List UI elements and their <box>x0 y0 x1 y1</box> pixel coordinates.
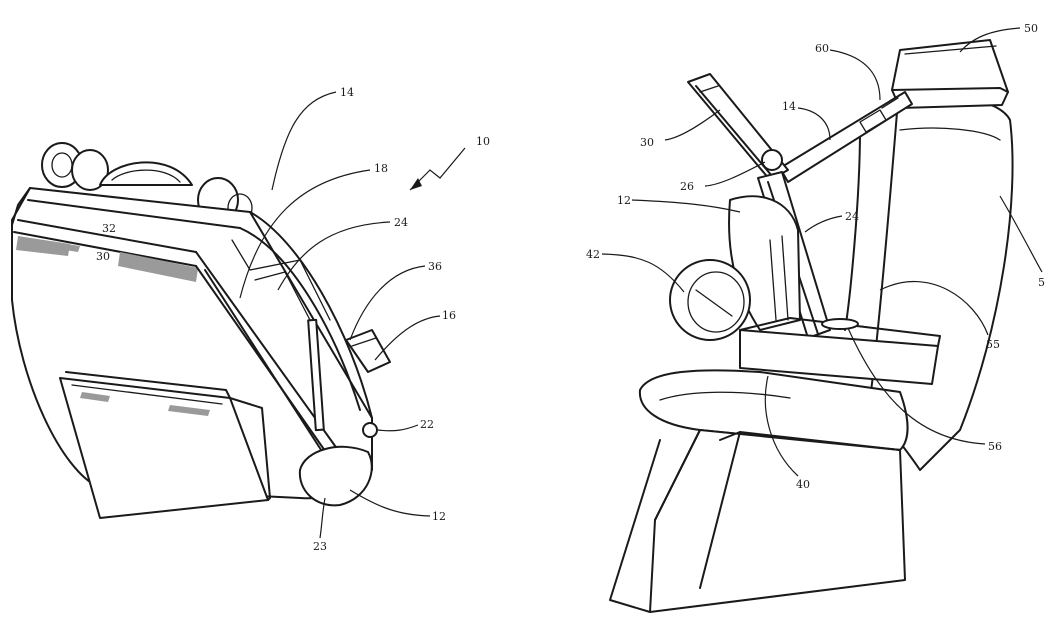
label-left-18: 18 <box>374 162 388 175</box>
label-right-50: 50 <box>1024 22 1038 35</box>
label-left-22: 22 <box>420 418 434 431</box>
left-roller-2-icon <box>71 149 109 191</box>
label-right-42: 42 <box>586 248 600 261</box>
handle-box <box>345 329 391 373</box>
label-right-30: 30 <box>640 136 654 149</box>
label-right-5: 5 <box>1038 276 1045 289</box>
tray-cup-55 <box>821 318 859 330</box>
label-right-60: 60 <box>815 42 829 55</box>
seat-base <box>649 429 906 613</box>
label-right-55: 55 <box>986 338 1000 351</box>
label-left-10: 10 <box>476 135 490 148</box>
label-right-26: 26 <box>680 180 694 193</box>
label-right-40: 40 <box>796 478 810 491</box>
figure-right-seat <box>601 27 1043 613</box>
label-right-14: 14 <box>782 100 796 113</box>
bottom-end-cap <box>298 445 373 507</box>
label-left-14: 14 <box>340 86 354 99</box>
label-right-12: 12 <box>617 194 631 207</box>
label-left-24: 24 <box>394 216 408 229</box>
top-strap-loop <box>99 161 193 186</box>
figure-left-seat-module <box>11 91 466 539</box>
knob-22-icon <box>362 422 378 438</box>
label-left-36: 36 <box>428 260 442 273</box>
label-left-23: 23 <box>313 540 327 553</box>
label-left-12: 12 <box>432 510 446 523</box>
arm-joint-26-icon <box>761 149 783 171</box>
monitor-arm <box>687 73 789 181</box>
right-tray-table <box>739 329 939 385</box>
label-right-24: 24 <box>845 210 859 223</box>
label-right-56: 56 <box>988 440 1002 453</box>
label-left-16: 16 <box>442 309 456 322</box>
label-left-32: 32 <box>102 222 116 235</box>
side-slot <box>307 318 325 432</box>
telescoping-strut <box>779 91 913 183</box>
label-left-30: 30 <box>96 250 110 263</box>
